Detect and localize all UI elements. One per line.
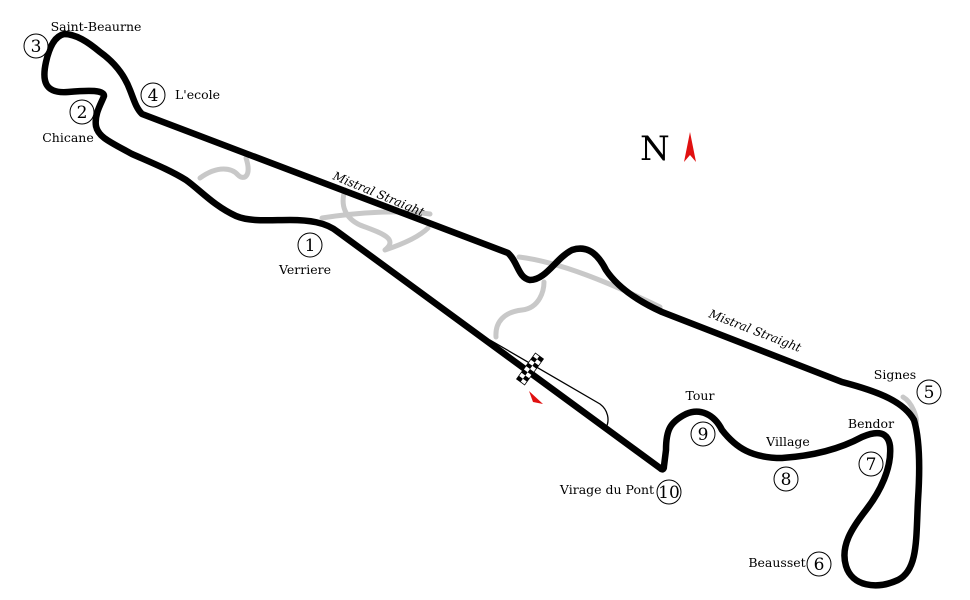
alt-link-pits: [493, 279, 547, 340]
corner-number: 4: [148, 86, 159, 106]
corner-number: 9: [698, 425, 709, 445]
corner-8: 8 Village: [765, 434, 810, 492]
north-letter: N: [640, 129, 670, 169]
corner-1: 1 Verriere: [278, 232, 331, 277]
start-direction-arrow: [529, 391, 543, 404]
corner-number: 10: [658, 483, 680, 503]
corner-10: 10 Virage du Pont: [559, 479, 682, 505]
corner-4: 4 L'ecole: [140, 82, 220, 108]
corner-name: Verriere: [278, 262, 331, 277]
alt-link-verriere: [319, 209, 433, 221]
alternate-track-layouts: [197, 155, 919, 428]
corner-number: 3: [31, 37, 42, 57]
corner-name: Virage du Pont: [559, 482, 654, 497]
alt-loop-west: [197, 155, 251, 181]
corner-number: 1: [305, 236, 316, 256]
corner-7: 7 Bendor: [848, 416, 894, 477]
corner-number: 5: [924, 383, 935, 403]
start-finish-line: [515, 352, 545, 386]
corner-5: 5 Signes: [874, 367, 942, 405]
north-compass: N: [640, 129, 696, 169]
corner-6: 6 Beausset: [748, 551, 832, 577]
corner-name: Beausset: [748, 555, 805, 570]
corner-number: 2: [77, 103, 88, 123]
corner-number: 7: [866, 455, 877, 475]
alt-link-infield: [340, 187, 431, 253]
corner-name: Tour: [686, 388, 715, 403]
corner-name: L'ecole: [175, 87, 220, 102]
corner-name: Saint-Beaurne: [51, 19, 142, 34]
corner-2: 2 Chicane: [42, 99, 95, 145]
corner-name: Village: [765, 434, 810, 449]
corner-name: Signes: [874, 367, 916, 382]
corner-name: Bendor: [848, 416, 894, 431]
corner-name: Chicane: [42, 130, 94, 145]
corner-3: 3 Saint-Beaurne: [23, 19, 142, 59]
corner-9: 9 Tour: [686, 388, 716, 447]
circuit-track: [41, 30, 923, 589]
corner-number: 8: [781, 470, 792, 490]
corner-number: 6: [814, 555, 825, 575]
north-arrow-icon: [684, 132, 696, 162]
